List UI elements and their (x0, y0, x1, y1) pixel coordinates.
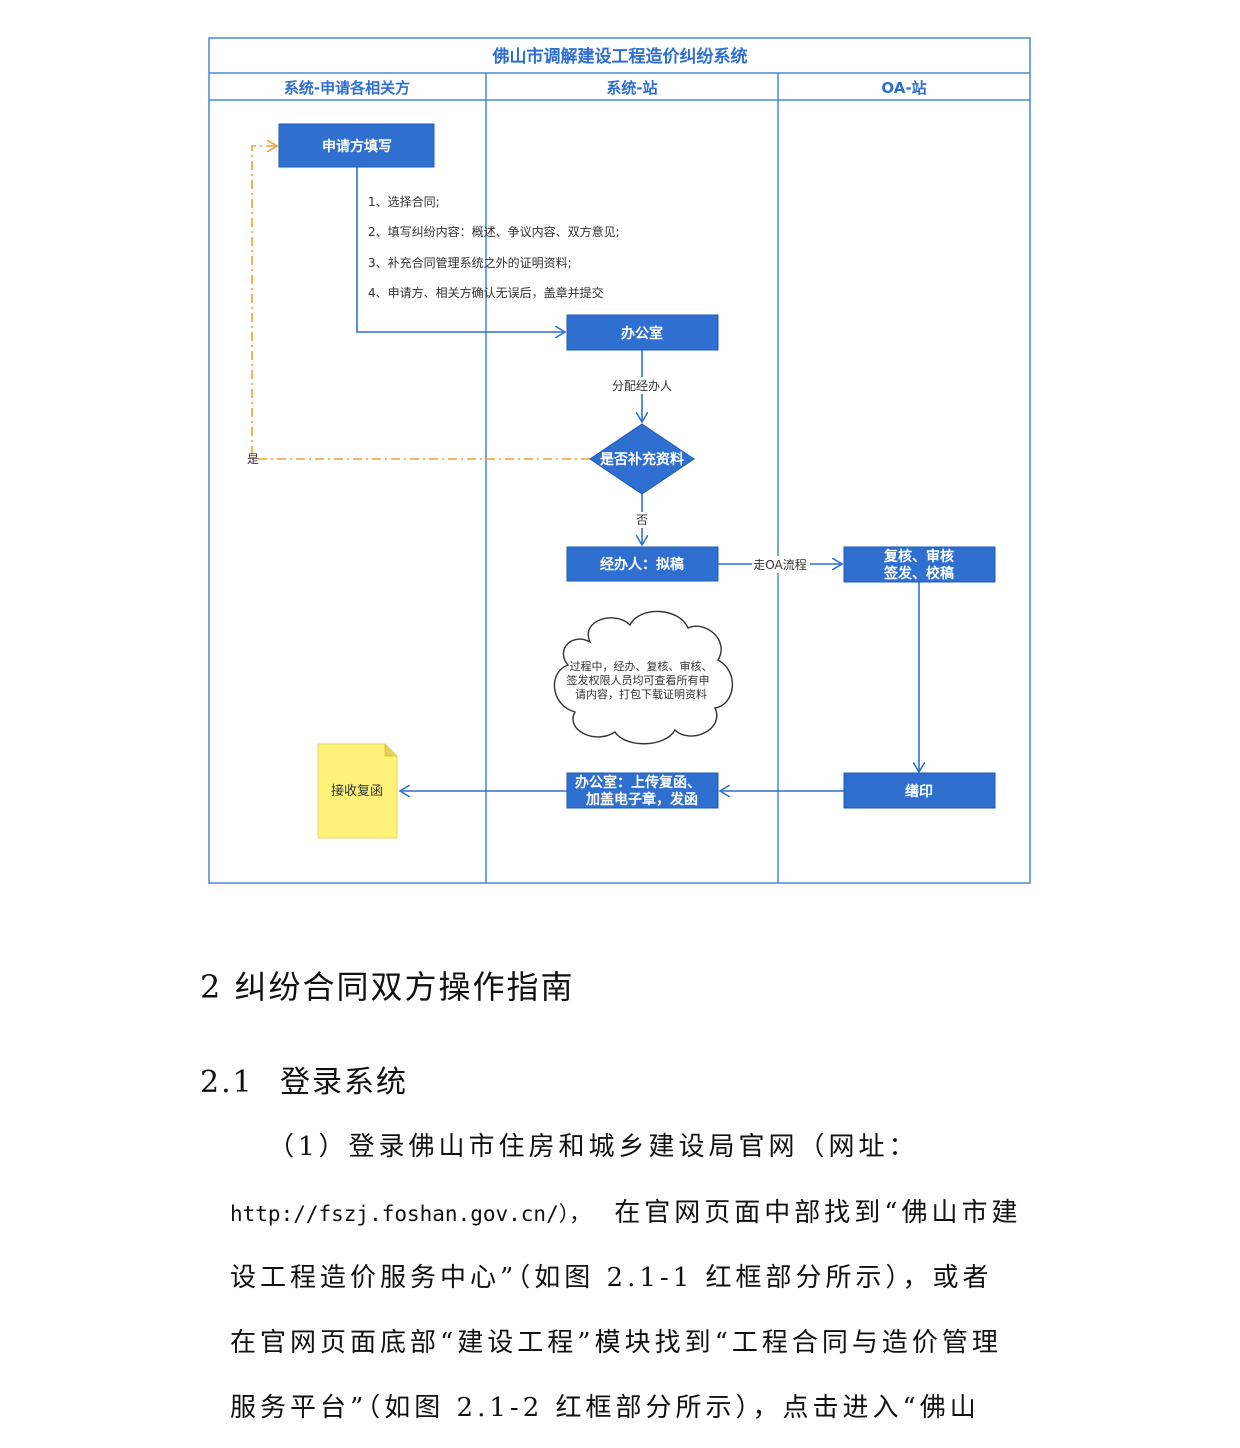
edge-label-assign: 分配经办人 (612, 378, 672, 393)
node-decision-label: 是否补充资料 (600, 451, 684, 468)
node-office-upload-label: 办公室：上传复函、 (575, 774, 701, 791)
edge-label-yes: 是 (247, 452, 259, 466)
paragraph-line: 服务平台”（如图 2.1-2 红框部分所示），点击进入“佛山 (230, 1393, 980, 1423)
edge-label-oa: 走OA流程 (753, 557, 806, 572)
diagram-title: 佛山市调解建设工程造价纠纷系统 (492, 46, 748, 67)
node-receive-reply (317, 743, 398, 839)
node-handler-draft (566, 546, 719, 582)
node-print (843, 772, 996, 809)
lane-title-station: 系统-站 (606, 79, 657, 97)
step-item: 1、选择合同; (368, 194, 440, 209)
flowchart-diagram: 佛山市调解建设工程造价纠纷系统 系统-申请各相关方 系统-站 OA-站 分配经办… (208, 37, 1031, 884)
cloud-note-line: 签发权限人员均可查看所有申 (567, 673, 710, 687)
lane-title-applicants: 系统-申请各相关方 (284, 79, 410, 97)
step-item: 4、申请方、相关方确认无误后，盖章并提交 (368, 285, 604, 300)
node-print-label: 缮印 (905, 783, 933, 800)
note-fold-icon (384, 744, 397, 757)
node-office-label: 办公室 (621, 325, 663, 342)
paragraph-line: http://fszj.foshan.gov.cn/）， 在官网页面中部找到“佛山… (230, 1192, 1022, 1229)
edge-label-no: 否 (636, 513, 648, 527)
node-office (566, 314, 719, 351)
node-office-upload (566, 772, 719, 809)
paragraph-line: 设工程造价服务中心”（如图 2.1-1 红框部分所示），或者 (230, 1263, 993, 1293)
subsection-title: 登录系统 (280, 1065, 408, 1100)
section-heading: 2 纠纷合同双方操作指南 (200, 968, 575, 1006)
node-receive-reply-label: 接收复函 (331, 783, 383, 799)
node-decision (589, 423, 695, 495)
node-applicant-fill (278, 123, 435, 168)
node-review-label: 复核、审核 (883, 548, 954, 565)
node-review (843, 546, 996, 583)
node-applicant-fill-label: 申请方填写 (322, 138, 392, 155)
node-office-upload-label: 加盖电子章，发函 (585, 791, 698, 808)
step-item: 3、补充合同管理系统之外的证明资料; (368, 255, 572, 270)
subsection-number: 2.1 (200, 1065, 254, 1100)
node-review-label: 签发、校稿 (883, 565, 954, 582)
node-handler-draft-label: 经办人：拟稿 (600, 556, 684, 573)
steps-list: 1、选择合同; 2、填写纠纷内容：概述、争议内容、双方意见; 3、补充合同管理系… (368, 194, 620, 300)
website-url: http://fszj.foshan.gov.cn/）， (230, 1202, 591, 1226)
edge-fill-to-office (356, 167, 565, 332)
paragraph-line: （1）登录佛山市住房和城乡建设局官网（网址： (268, 1132, 919, 1162)
cloud-note-line: 过程中，经办、复核、审核、 (570, 659, 713, 673)
subsection-heading: 2.1 登录系统 (200, 1057, 408, 1101)
lane-title-oa: OA-站 (881, 79, 926, 97)
paragraph-line: 在官网页面底部“建设工程”模块找到“工程合同与造价管理 (230, 1328, 1002, 1358)
cloud-shape (553, 610, 734, 745)
step-item: 2、填写纠纷内容：概述、争议内容、双方意见; (368, 224, 620, 239)
cloud-note-line: 请内容，打包下载证明资料 (575, 687, 707, 701)
paragraph-text: 在官网页面中部找到“佛山市建 (614, 1198, 1022, 1228)
edge-yes-loop (251, 146, 590, 460)
